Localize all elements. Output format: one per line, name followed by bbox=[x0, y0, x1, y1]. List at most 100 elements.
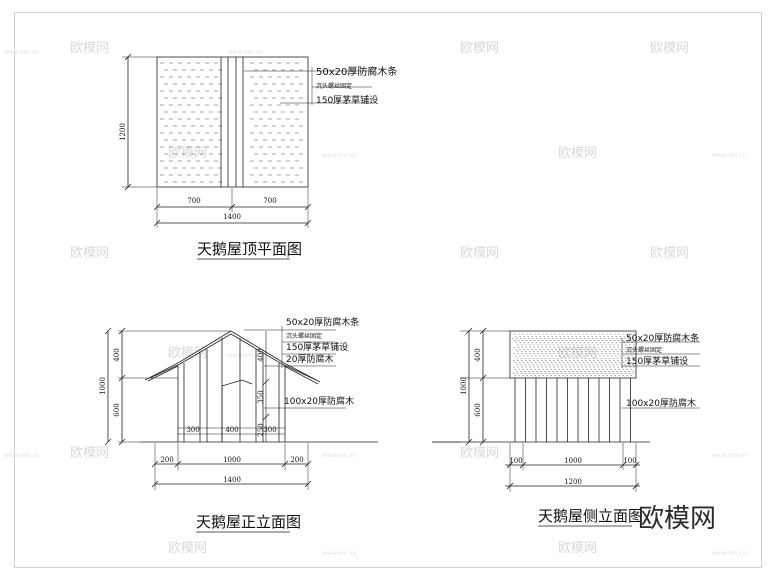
dim-bottom-right: 200 bbox=[290, 456, 303, 464]
dim-bottom-mid: 1000 bbox=[223, 456, 241, 464]
roof-outline bbox=[156, 56, 309, 188]
dim-bottom-total: 1200 bbox=[564, 478, 582, 486]
dim-tick bbox=[118, 327, 126, 335]
dim-tick bbox=[304, 480, 312, 488]
dim-tick bbox=[262, 378, 270, 386]
dim-total: 1400 bbox=[223, 213, 241, 221]
dim-upper: 400 bbox=[474, 348, 482, 361]
watermark-text: 欧模网 bbox=[70, 246, 109, 261]
dim-tick bbox=[304, 219, 312, 227]
dim-tick bbox=[228, 203, 236, 211]
dim-tick bbox=[124, 183, 132, 191]
dim-total: 1000 bbox=[99, 377, 107, 395]
dim-tick bbox=[151, 460, 159, 468]
roof-edge bbox=[147, 365, 179, 382]
dim-tick bbox=[632, 482, 640, 490]
dim-tick bbox=[506, 461, 514, 469]
dim-right: 700 bbox=[263, 197, 276, 205]
dim-tick bbox=[519, 461, 527, 469]
plank-group bbox=[514, 378, 631, 442]
dim-lower: 600 bbox=[474, 403, 482, 416]
side-elevation-title: 天鹅屋侧立面图 bbox=[538, 507, 643, 525]
watermark-url: www.om.cn bbox=[4, 49, 39, 56]
dim-door-right: 300 bbox=[263, 426, 276, 434]
watermark-text: 欧模网 bbox=[70, 446, 109, 461]
note-plank: 100x20厚防腐木 bbox=[626, 397, 696, 409]
watermark-text: 欧模网 bbox=[460, 246, 499, 261]
watermark-url: www.om.cn bbox=[712, 152, 747, 159]
watermark-text: 欧模网 bbox=[70, 41, 109, 56]
watermark-text: 欧模网 bbox=[558, 346, 597, 361]
side-elevation-labels: 400 600 1000 100 1000 100 1200 50x20厚防腐木… bbox=[460, 332, 699, 525]
watermark-text: 欧模网 bbox=[558, 146, 597, 161]
dim-tick bbox=[153, 203, 161, 211]
dim-upper: 400 bbox=[113, 348, 121, 361]
dim-tick bbox=[506, 482, 514, 490]
dim-tick bbox=[632, 461, 640, 469]
dim-tick bbox=[104, 327, 112, 335]
dim-tick bbox=[304, 203, 312, 211]
dim-tick bbox=[479, 327, 487, 335]
watermark-text: 欧模网 bbox=[650, 41, 689, 56]
dim-inner-upper: 400 bbox=[257, 348, 265, 361]
dim-tick bbox=[118, 374, 126, 382]
dim-tick bbox=[118, 438, 126, 446]
dim-left: 700 bbox=[187, 197, 200, 205]
dim-tick bbox=[479, 374, 487, 382]
watermark-url: www.om.cn bbox=[322, 452, 357, 459]
watermark-url: www.om.cn bbox=[228, 49, 263, 56]
dim-bottom-left: 100 bbox=[509, 457, 522, 465]
note-screw: 沉头螺丝固定 bbox=[286, 332, 322, 340]
front-elevation-title: 天鹅屋正立面图 bbox=[196, 513, 301, 531]
thatch-hatch bbox=[160, 62, 303, 183]
front-elevation-labels: 400 600 1000 400 350 250 300 400 300 200… bbox=[99, 316, 359, 531]
note-thatch: 150厚茅草铺设 bbox=[626, 355, 688, 367]
note-screw: 沉头螺丝固定 bbox=[626, 346, 662, 354]
note-thatch: 150厚茅草铺设 bbox=[286, 341, 348, 353]
dim-tick bbox=[174, 460, 182, 468]
watermark-text: 欧模网 bbox=[460, 446, 499, 461]
dim-door-mid: 400 bbox=[225, 426, 238, 434]
watermark-url: www.om.cn bbox=[712, 550, 747, 557]
dim-bottom-right: 100 bbox=[623, 457, 636, 465]
roof-plan-title: 天鹅屋顶平面图 bbox=[197, 240, 302, 258]
dim-tick bbox=[619, 461, 627, 469]
watermark-text: 欧模网 bbox=[168, 146, 207, 161]
note-batten: 50x20厚防腐木条 bbox=[626, 332, 699, 344]
watermark-text: 欧模网 bbox=[650, 246, 689, 261]
note-batten: 50x20厚防腐木条 bbox=[316, 65, 397, 78]
watermark-text: 欧模网 bbox=[168, 541, 207, 556]
note-plank: 100x20厚防腐木 bbox=[284, 395, 354, 407]
side-elevation-view bbox=[432, 327, 700, 527]
watermark-text: 欧模网 bbox=[168, 346, 207, 361]
dim-tick bbox=[465, 438, 473, 446]
watermark-group: 欧模网 欧模网 欧模网 欧模网 欧模网 欧模网 欧模网 欧模网 欧模网 欧模网 … bbox=[4, 41, 747, 557]
dim-inner-low: 250 bbox=[257, 423, 265, 436]
dim-tick bbox=[262, 413, 270, 421]
dim-bottom-mid: 1000 bbox=[564, 457, 582, 465]
brand-logo: 欧模网 bbox=[638, 504, 716, 534]
watermark-text: 欧模网 bbox=[460, 41, 499, 56]
dim-height: 1200 bbox=[119, 123, 127, 141]
roof-side-outline bbox=[509, 330, 637, 379]
dim-door-left: 300 bbox=[186, 426, 199, 434]
dim-tick bbox=[151, 480, 159, 488]
note-board: 20厚防腐木 bbox=[286, 353, 333, 365]
roof-edge bbox=[283, 365, 319, 385]
sheet-border bbox=[14, 12, 762, 568]
thatch-hatch bbox=[512, 333, 636, 377]
watermark-url: www.om.cn bbox=[322, 152, 357, 159]
dim-tick bbox=[465, 327, 473, 335]
dim-tick bbox=[479, 438, 487, 446]
dim-tick bbox=[281, 460, 289, 468]
roof-plan-view bbox=[122, 53, 372, 260]
dim-tick bbox=[124, 53, 132, 61]
watermark-url: www.om.cn bbox=[712, 452, 747, 459]
dim-inner-mid: 350 bbox=[257, 390, 265, 403]
roof-plan-labels: 1200 700 700 1400 50x20厚防腐木条 沉头螺丝固定 150厚… bbox=[119, 65, 397, 258]
watermark-url: www.om.cn bbox=[322, 550, 357, 557]
door-opening bbox=[221, 379, 253, 442]
dim-tick bbox=[304, 460, 312, 468]
